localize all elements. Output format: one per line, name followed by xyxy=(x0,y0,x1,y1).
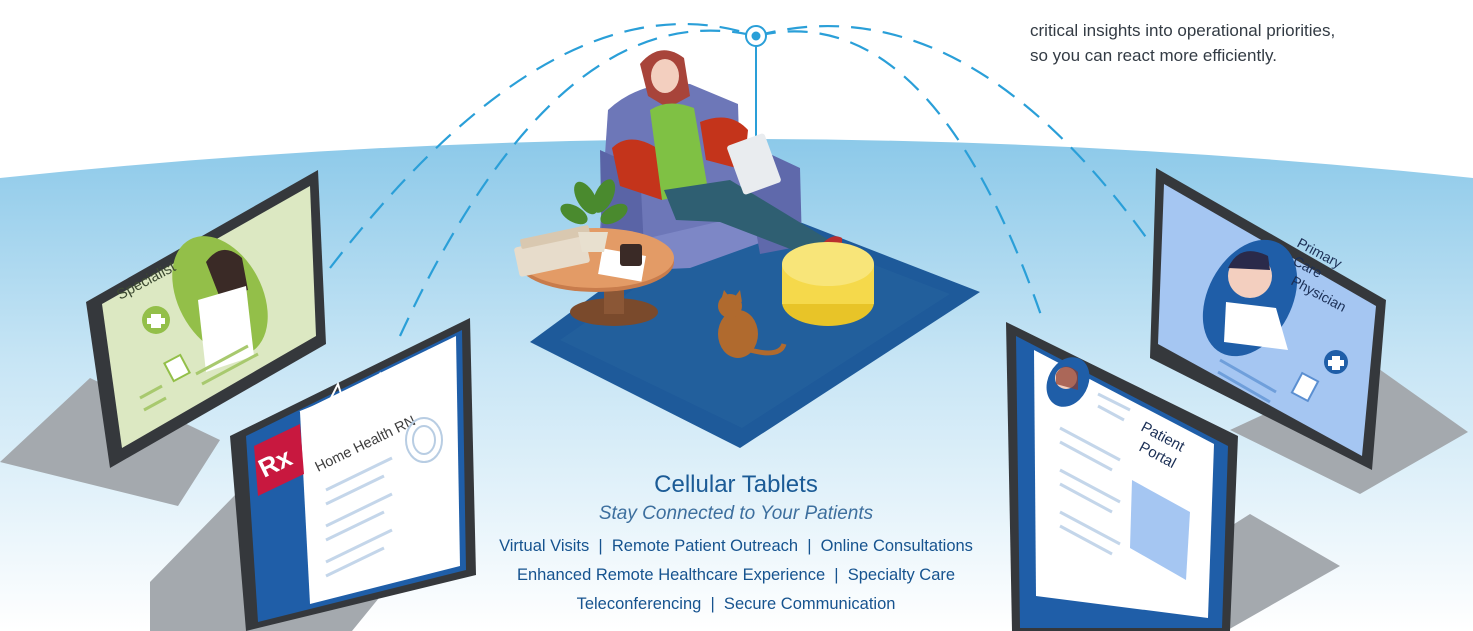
caption-title: Cellular Tablets xyxy=(654,471,818,498)
side-table xyxy=(514,179,674,326)
tablet-primary-care: Primary Care Physician xyxy=(1150,168,1468,494)
signal-arcs xyxy=(329,23,1149,337)
heartbeat-line xyxy=(299,349,457,413)
caption-block: Cellular Tablets Stay Connected to Your … xyxy=(386,470,1086,619)
tablet-home-health: Rx Home Health RN xyxy=(150,318,476,631)
tablet-patient-portal: Patient Portal xyxy=(1006,322,1340,631)
intro-line-1: critical insights into operational prior… xyxy=(1030,21,1336,40)
caption-line-3: Teleconferencing | Secure Communication xyxy=(576,595,896,613)
intro-text: critical insights into operational prior… xyxy=(1030,18,1460,68)
woman-with-laptop xyxy=(640,50,842,268)
caption-feature-list: Virtual Visits | Remote Patient Outreach… xyxy=(386,532,1086,619)
caption-subtitle: Stay Connected to Your Patients xyxy=(598,503,874,524)
intro-line-2: so you can react more efficiently. xyxy=(1030,46,1277,65)
cat xyxy=(718,290,787,358)
caption-line-1: Virtual Visits | Remote Patient Outreach… xyxy=(499,537,973,555)
caption-line-2: Enhanced Remote Healthcare Experience | … xyxy=(516,566,956,584)
tablet-specialist: Specialist xyxy=(0,170,326,506)
ottoman xyxy=(782,242,874,326)
